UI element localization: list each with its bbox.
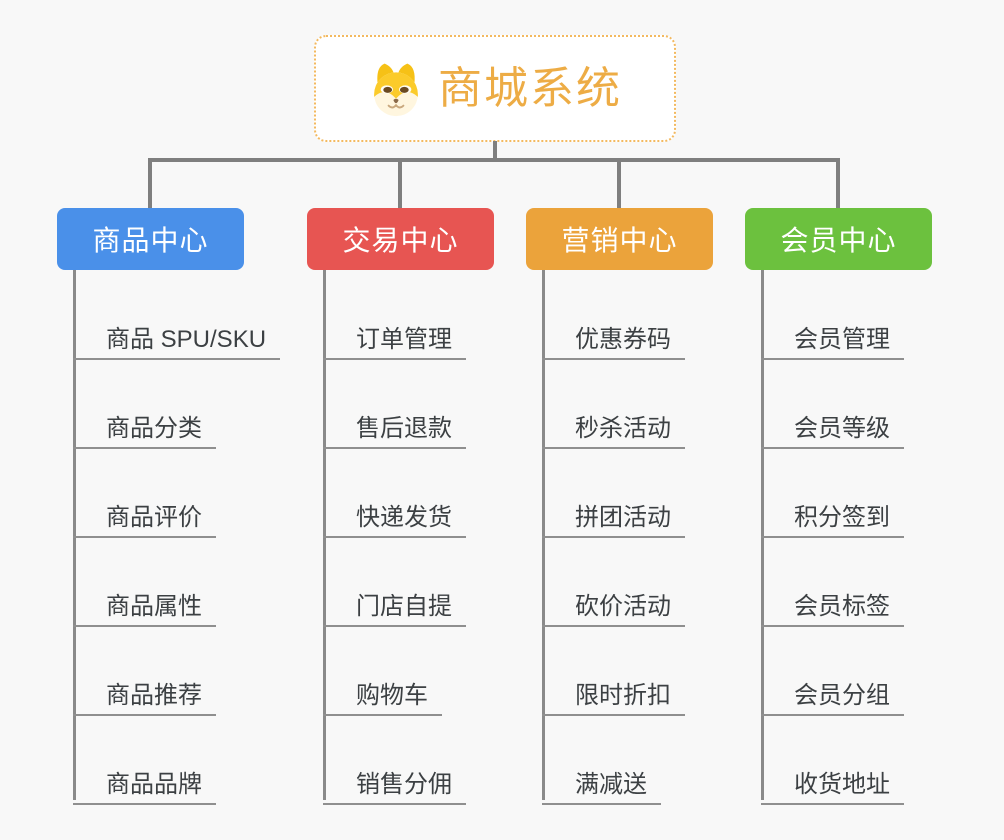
leaf-label: 销售分佣 — [356, 770, 452, 798]
leaf-node-member-center-2[interactable]: 会员等级 — [761, 398, 904, 449]
leaf-node-trade-center-3[interactable]: 快递发货 — [323, 487, 466, 538]
branch-connector-bar — [148, 158, 840, 162]
root-node[interactable]: 商城系统 — [314, 35, 676, 142]
root-connector-stub — [493, 141, 497, 162]
root-title: 商城系统 — [438, 63, 622, 113]
leaf-node-trade-center-2[interactable]: 售后退款 — [323, 398, 466, 449]
branch-trunk-product-center — [73, 270, 76, 800]
leaf-node-marketing-center-6[interactable]: 满减送 — [542, 754, 661, 805]
leaf-label: 砍价活动 — [575, 592, 671, 620]
branch-connector-stub-4 — [836, 160, 840, 208]
leaf-node-marketing-center-1[interactable]: 优惠券码 — [542, 309, 685, 360]
leaf-node-trade-center-6[interactable]: 销售分佣 — [323, 754, 466, 805]
branch-node-trade-center[interactable]: 交易中心 — [307, 208, 494, 270]
leaf-label: 会员管理 — [794, 325, 890, 353]
leaf-label: 积分签到 — [794, 503, 890, 531]
leaf-label: 满减送 — [575, 770, 647, 798]
leaf-label: 秒杀活动 — [575, 414, 671, 442]
leaf-node-marketing-center-5[interactable]: 限时折扣 — [542, 665, 685, 716]
leaf-node-product-center-4[interactable]: 商品属性 — [73, 576, 216, 627]
leaf-label: 拼团活动 — [575, 503, 671, 531]
leaf-node-member-center-6[interactable]: 收货地址 — [761, 754, 904, 805]
leaf-label: 优惠券码 — [575, 325, 671, 353]
leaf-node-marketing-center-4[interactable]: 砍价活动 — [542, 576, 685, 627]
leaf-label: 商品属性 — [106, 592, 202, 620]
leaf-label: 商品分类 — [106, 414, 202, 442]
leaf-node-member-center-5[interactable]: 会员分组 — [761, 665, 904, 716]
leaf-label: 快递发货 — [356, 503, 452, 531]
leaf-label: 会员分组 — [794, 681, 890, 709]
branch-connector-stub-2 — [398, 160, 402, 208]
leaf-node-marketing-center-2[interactable]: 秒杀活动 — [542, 398, 685, 449]
branch-connector-stub-3 — [617, 160, 621, 208]
branch-trunk-member-center — [761, 270, 764, 800]
leaf-node-product-center-3[interactable]: 商品评价 — [73, 487, 216, 538]
branch-node-marketing-center[interactable]: 营销中心 — [526, 208, 713, 270]
leaf-label: 商品评价 — [106, 503, 202, 531]
leaf-label: 购物车 — [356, 681, 428, 709]
branch-node-product-center[interactable]: 商品中心 — [57, 208, 244, 270]
branch-trunk-trade-center — [323, 270, 326, 800]
leaf-label: 售后退款 — [356, 414, 452, 442]
leaf-label: 会员等级 — [794, 414, 890, 442]
leaf-node-product-center-6[interactable]: 商品品牌 — [73, 754, 216, 805]
leaf-node-member-center-3[interactable]: 积分签到 — [761, 487, 904, 538]
dog-face-icon — [374, 63, 418, 116]
leaf-label: 商品 SPU/SKU — [106, 325, 267, 353]
branch-label: 营销中心 — [561, 225, 678, 256]
leaf-label: 商品品牌 — [106, 770, 202, 798]
leaf-node-trade-center-5[interactable]: 购物车 — [323, 665, 442, 716]
leaf-label: 会员标签 — [794, 592, 890, 620]
leaf-label: 收货地址 — [794, 770, 890, 798]
branch-label: 商品中心 — [92, 225, 209, 256]
leaf-node-trade-center-1[interactable]: 订单管理 — [323, 309, 466, 360]
leaf-node-member-center-4[interactable]: 会员标签 — [761, 576, 904, 627]
leaf-node-product-center-1[interactable]: 商品 SPU/SKU — [73, 309, 281, 360]
leaf-node-trade-center-4[interactable]: 门店自提 — [323, 576, 466, 627]
leaf-node-product-center-2[interactable]: 商品分类 — [73, 398, 216, 449]
leaf-label: 订单管理 — [356, 325, 452, 353]
leaf-label: 商品推荐 — [106, 681, 202, 709]
branch-node-member-center[interactable]: 会员中心 — [745, 208, 932, 270]
branch-trunk-marketing-center — [542, 270, 545, 800]
leaf-label: 门店自提 — [356, 592, 452, 620]
leaf-node-product-center-5[interactable]: 商品推荐 — [73, 665, 216, 716]
leaf-node-marketing-center-3[interactable]: 拼团活动 — [542, 487, 685, 538]
branch-connector-stub-1 — [148, 160, 152, 208]
branch-label: 会员中心 — [780, 225, 897, 256]
leaf-label: 限时折扣 — [575, 681, 671, 709]
branch-label: 交易中心 — [342, 225, 459, 256]
leaf-node-member-center-1[interactable]: 会员管理 — [761, 309, 904, 360]
